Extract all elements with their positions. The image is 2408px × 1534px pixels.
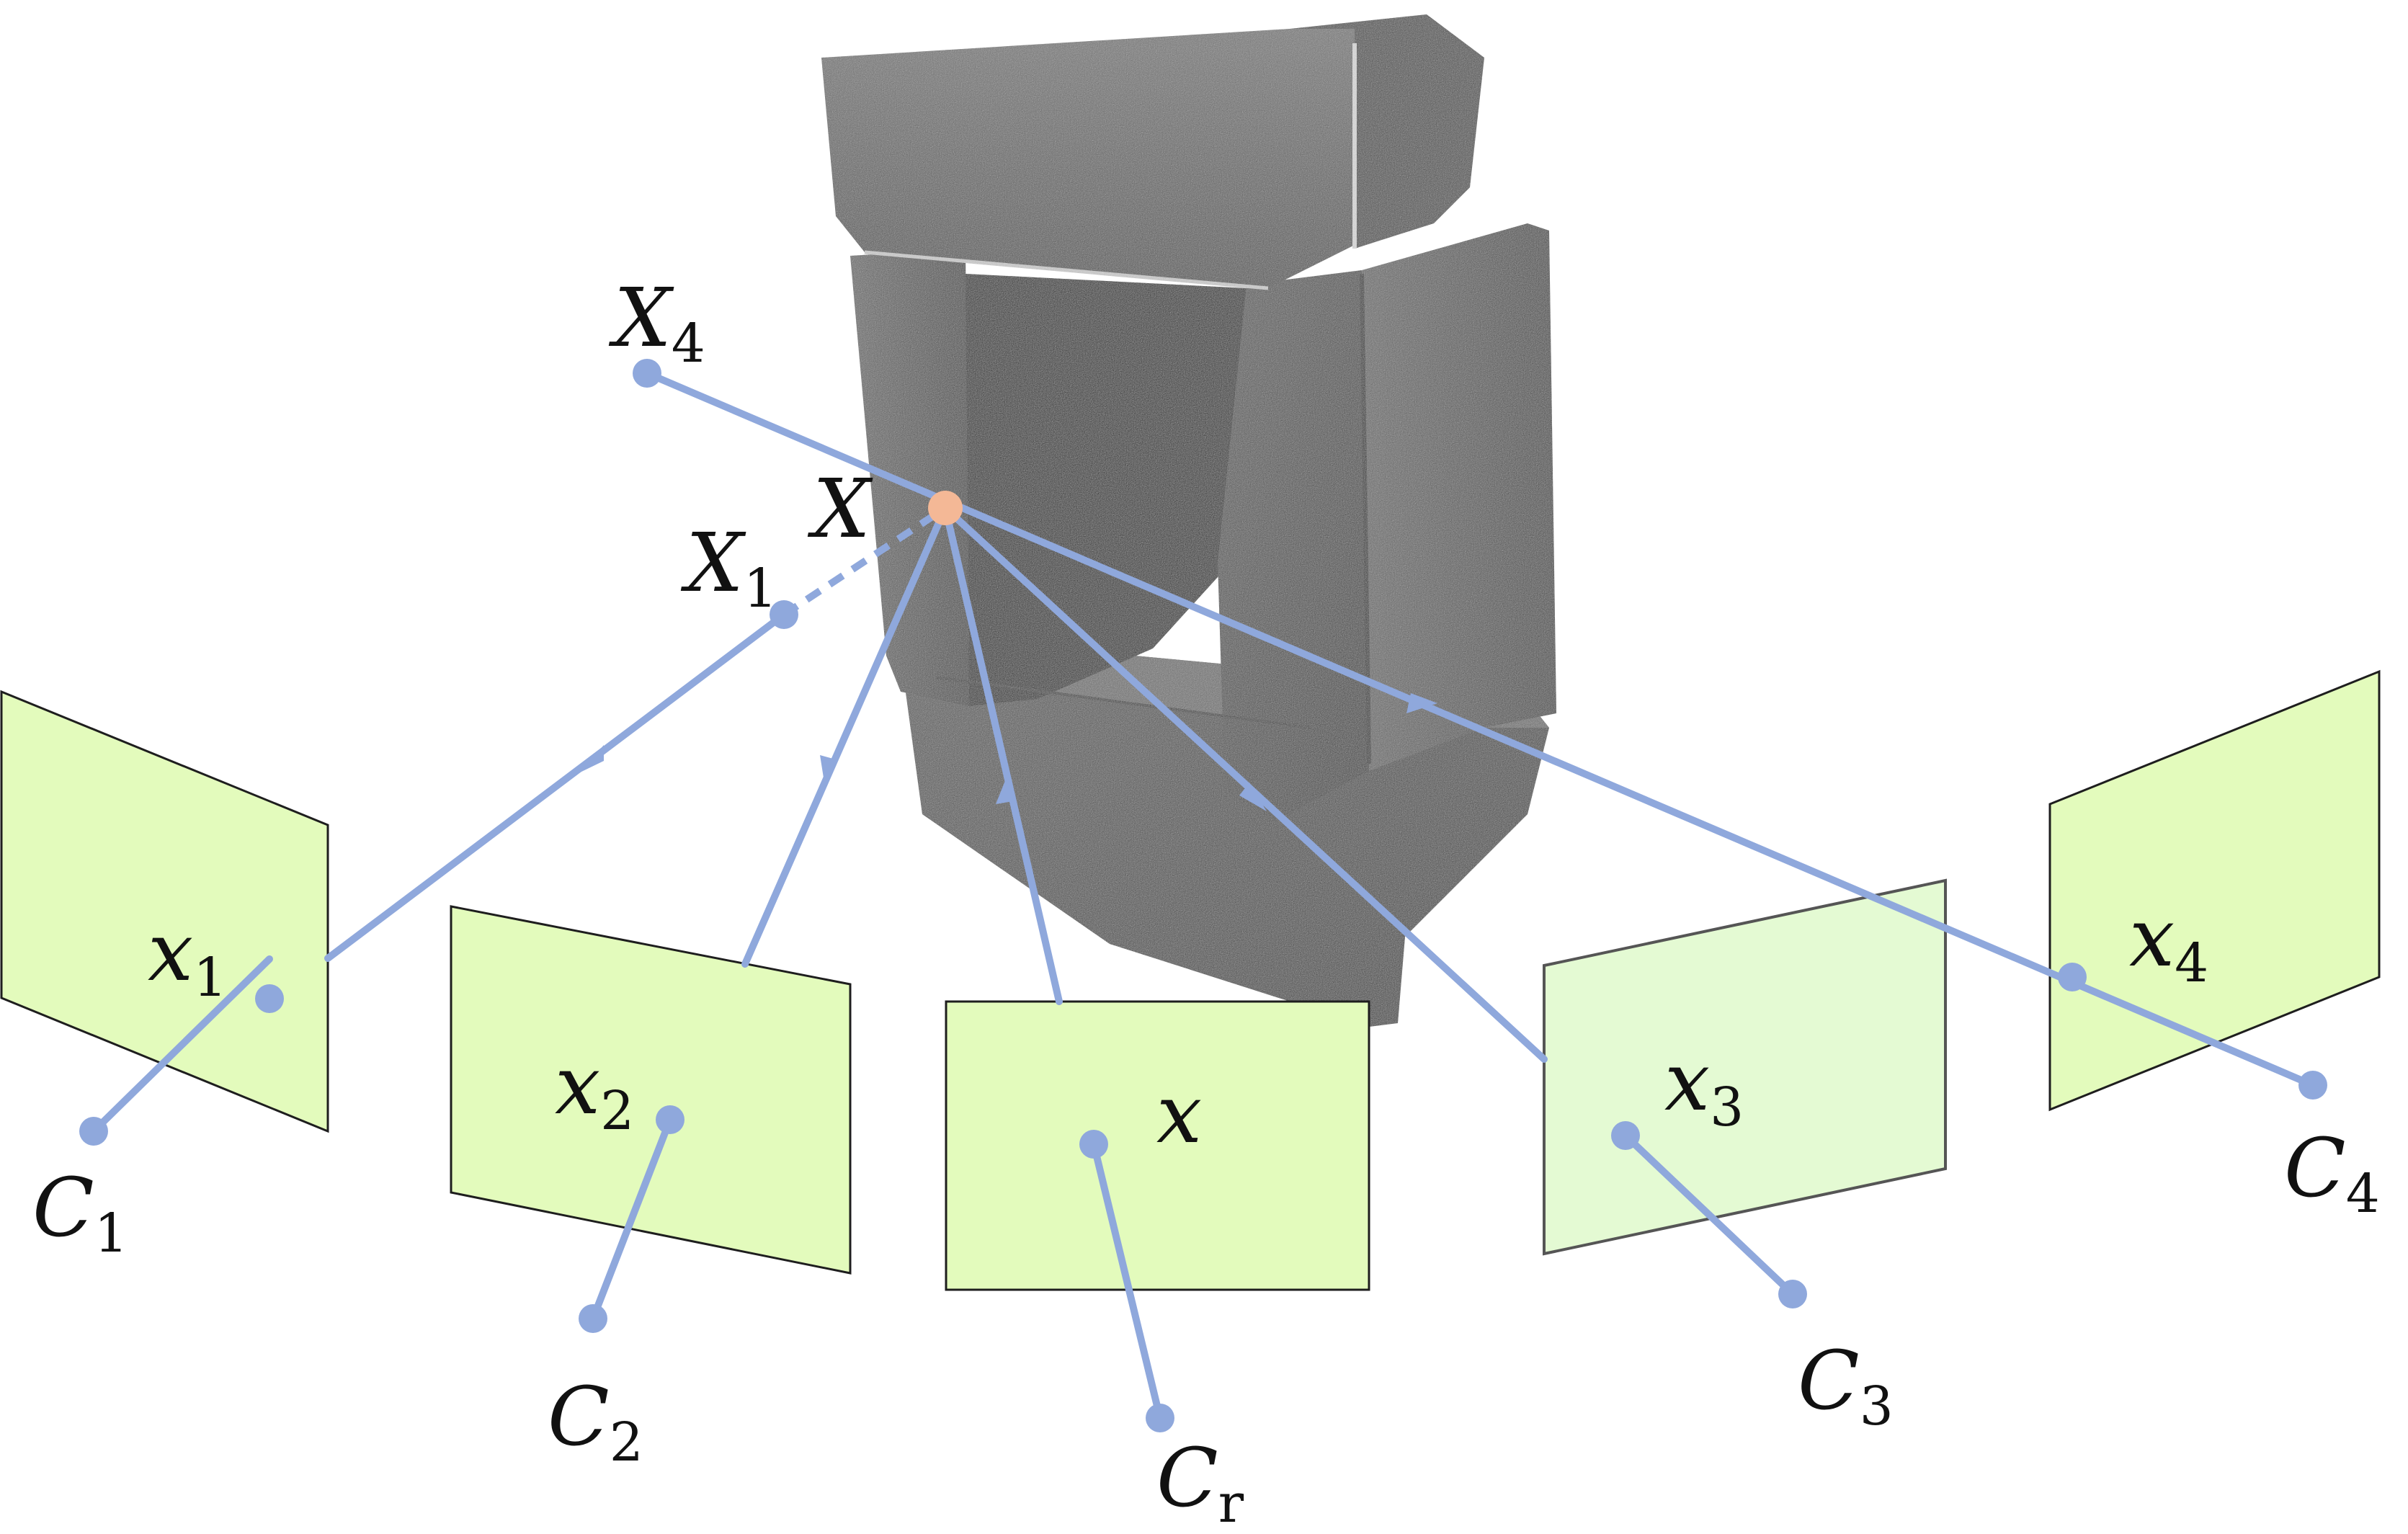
point-X1 [770, 600, 798, 629]
label-C3: C3 [1798, 1334, 1894, 1437]
label-C2: C2 [548, 1370, 643, 1473]
camera-center-C2 [579, 1304, 607, 1333]
ray-c3-inner [1622, 1132, 1796, 1298]
right-pillar-side [1362, 223, 1556, 771]
point-X [928, 491, 963, 525]
image-plane-reference [945, 1000, 1370, 1291]
point-x4 [2058, 963, 2087, 991]
point-x [1079, 1130, 1108, 1159]
label-Cr: Cr [1156, 1432, 1244, 1534]
ray-c1 [324, 611, 788, 962]
labels: X4 X X1 x1 x2 x x3 x4 C1 C2 Cr C3 [32, 272, 2380, 1534]
rays [90, 370, 2316, 1422]
point-x3 [1611, 1121, 1640, 1150]
point-X4 [633, 359, 661, 388]
ray-x1-dashed [782, 504, 947, 618]
image-plane-3 [1543, 878, 1947, 1256]
ray-x4 [643, 370, 2316, 1089]
arrow-c2-icon [820, 755, 836, 787]
label-x3: x3 [1664, 1035, 1744, 1138]
label-X: X [807, 463, 873, 556]
points [79, 359, 2327, 1432]
arrow-x4-icon [1406, 693, 1437, 713]
arrow-c3-icon [1239, 782, 1267, 811]
image-plane-1 [0, 690, 329, 1133]
point-x1 [255, 984, 284, 1013]
camera-center-C4 [2298, 1071, 2327, 1100]
camera-center-C1 [79, 1117, 108, 1146]
top-block-end [1290, 14, 1484, 249]
ray-cr-inner [1090, 1141, 1164, 1422]
camera-center-C3 [1778, 1280, 1807, 1308]
label-C1: C1 [32, 1161, 128, 1265]
point-x2 [656, 1105, 685, 1134]
label-C4: C4 [2284, 1122, 2380, 1225]
image-plane-2 [450, 905, 852, 1275]
label-x1: x1 [148, 906, 227, 1009]
ray-c3 [942, 504, 1548, 1063]
left-pillar [850, 249, 969, 706]
label-X1: X1 [680, 517, 777, 620]
top-block-front [821, 29, 1355, 288]
arrow-cr-icon [996, 775, 1013, 804]
ray-c2-inner [589, 1116, 674, 1322]
label-x: x [1156, 1068, 1202, 1161]
right-pillar-front [1218, 270, 1369, 821]
label-x4: x4 [2129, 891, 2208, 994]
label-X4: X4 [608, 272, 705, 375]
ray-cr [942, 504, 1063, 1005]
ray-c2 [741, 504, 949, 968]
arrow-c1-icon [580, 745, 604, 772]
camera-center-Cr [1146, 1404, 1174, 1432]
arrowheads [580, 693, 1437, 811]
inner-opening [966, 274, 1247, 706]
image-plane-4 [2048, 669, 2381, 1112]
label-x2: x2 [555, 1039, 634, 1142]
ray-c1-inner [90, 955, 273, 1135]
